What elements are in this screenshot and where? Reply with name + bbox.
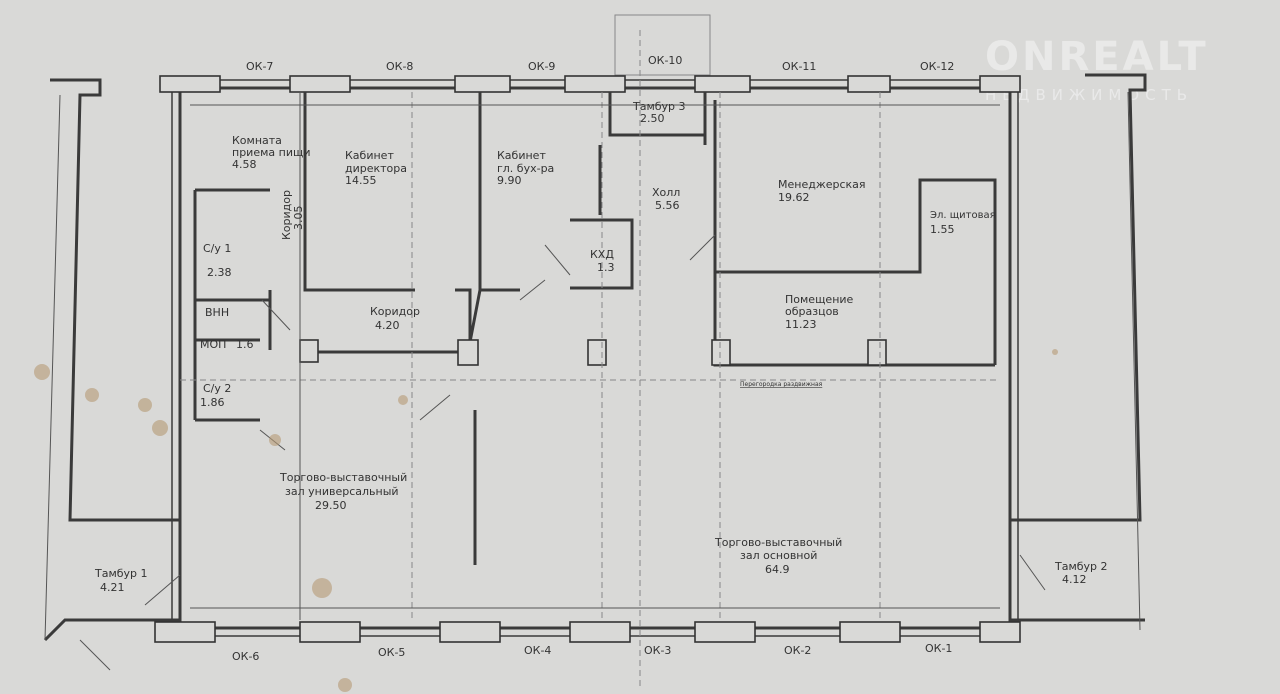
window-label: ОК-2: [784, 644, 811, 657]
room-labels: Комната приема пищи 4.58 Коридор 3.05 С/…: [94, 100, 1108, 594]
room-name: МОП: [200, 338, 226, 351]
room-khd: КХД 1.3: [590, 248, 615, 274]
room-kitchen: Комната приема пищи 4.58: [232, 134, 310, 171]
window-label: ОК-1: [925, 642, 952, 655]
window-label: ОК-12: [920, 60, 954, 73]
window-label: ОК-4: [524, 644, 551, 657]
interior-walls: [193, 92, 997, 565]
room-area: 4.21: [100, 581, 125, 594]
room-area: 5.56: [655, 199, 680, 212]
room-name: гл. бух-ра: [497, 162, 554, 175]
window-labels-bottom: ОК-6 ОК-5 ОК-4 ОК-3 ОК-2 ОК-1: [232, 642, 952, 663]
room-area: 4.20: [375, 319, 400, 332]
room-name: КХД: [590, 248, 614, 261]
room-name: Помещение: [785, 293, 854, 306]
room-name: С/у 2: [203, 382, 231, 395]
window-label: ОК-9: [528, 60, 555, 73]
exterior-walls: [43, 14, 1147, 642]
room-vestibule-3: Тамбур 3 2.50: [632, 100, 686, 125]
room-name: Коридор: [370, 305, 420, 318]
room-name: Кабинет: [345, 149, 394, 162]
window-label: ОК-7: [246, 60, 273, 73]
room-hall-universal: Торгово-выставочный зал универсальный 29…: [279, 471, 407, 512]
room-name: Эл. щитовая: [930, 210, 996, 221]
room-mop: МОП 1.6: [200, 338, 254, 351]
room-name: директора: [345, 162, 407, 175]
room-samples: Помещение образцов 11.23: [785, 293, 854, 331]
room-electrical: Эл. щитовая 1.55: [930, 210, 996, 236]
room-area: 2.50: [640, 112, 665, 125]
room-name: зал основной: [740, 549, 817, 562]
room-accountant-office: Кабинет гл. бух-ра 9.90: [497, 149, 554, 187]
watermark-brand: ONREALT: [985, 34, 1209, 80]
room-area: 3.05: [292, 206, 305, 231]
room-name: Тамбур 2: [1054, 560, 1108, 573]
window-piers: [154, 75, 1021, 643]
room-area: 4.12: [1062, 573, 1087, 586]
room-managers: Менеджерская 19.62: [778, 178, 866, 204]
room-wc-1: С/у 1 2.38: [203, 242, 232, 279]
room-name: Коридор: [280, 190, 293, 240]
room-area: 19.62: [778, 191, 810, 204]
room-area: 1.3: [597, 261, 615, 274]
room-area: 4.58: [232, 158, 257, 171]
window-label: ОК-3: [644, 644, 671, 657]
room-hall-main: Торгово-выставочный зал основной 64.9: [714, 536, 842, 576]
room-name: Менеджерская: [778, 178, 866, 191]
room-area: 9.90: [497, 174, 522, 187]
room-area: 14.55: [345, 174, 377, 187]
room-name: ВНН: [205, 306, 229, 319]
room-name: Кабинет: [497, 149, 546, 162]
room-name: Торгово-выставочный: [279, 471, 407, 484]
room-corridor-small: Коридор 3.05: [280, 190, 305, 240]
room-name: Комната: [232, 134, 282, 147]
room-area: 2.38: [207, 266, 232, 279]
room-vnn: ВНН: [205, 306, 229, 319]
room-name: Торгово-выставочный: [714, 536, 842, 549]
room-hall: Холл 5.56: [652, 186, 680, 212]
window-label: ОК-6: [232, 650, 259, 663]
window-label: ОК-11: [782, 60, 816, 73]
partition-note: Перегородка раздвижная: [740, 381, 823, 388]
paper-stains: [34, 349, 1058, 692]
room-name: приема пищи: [232, 146, 310, 159]
room-area: 11.23: [785, 318, 817, 331]
window-label: ОК-5: [378, 646, 405, 659]
room-name: Тамбур 3: [632, 100, 686, 113]
room-director-office: Кабинет директора 14.55: [345, 149, 407, 187]
room-name: зал универсальный: [285, 485, 399, 498]
room-area: 1.86: [200, 396, 225, 409]
room-area: 64.9: [765, 563, 790, 576]
room-name: Тамбур 1: [94, 567, 148, 580]
room-corridor: Коридор 4.20: [370, 305, 420, 332]
room-vestibule-2: Тамбур 2 4.12: [1054, 560, 1108, 586]
grid-lines: [180, 30, 1000, 690]
window-labels-top: ОК-7 ОК-8 ОК-9 ОК-10 ОК-11 ОК-12: [246, 54, 954, 73]
room-area: 1.6: [236, 338, 254, 351]
room-area: 29.50: [315, 499, 347, 512]
room-name: С/у 1: [203, 242, 231, 255]
room-name: Холл: [652, 186, 680, 199]
window-label: ОК-8: [386, 60, 413, 73]
room-wc-2: С/у 2 1.86: [200, 382, 231, 409]
room-area: 1.55: [930, 223, 955, 236]
room-vestibule-1: Тамбур 1 4.21: [94, 567, 148, 594]
window-label: ОК-10: [648, 54, 682, 67]
room-name: образцов: [785, 305, 839, 318]
